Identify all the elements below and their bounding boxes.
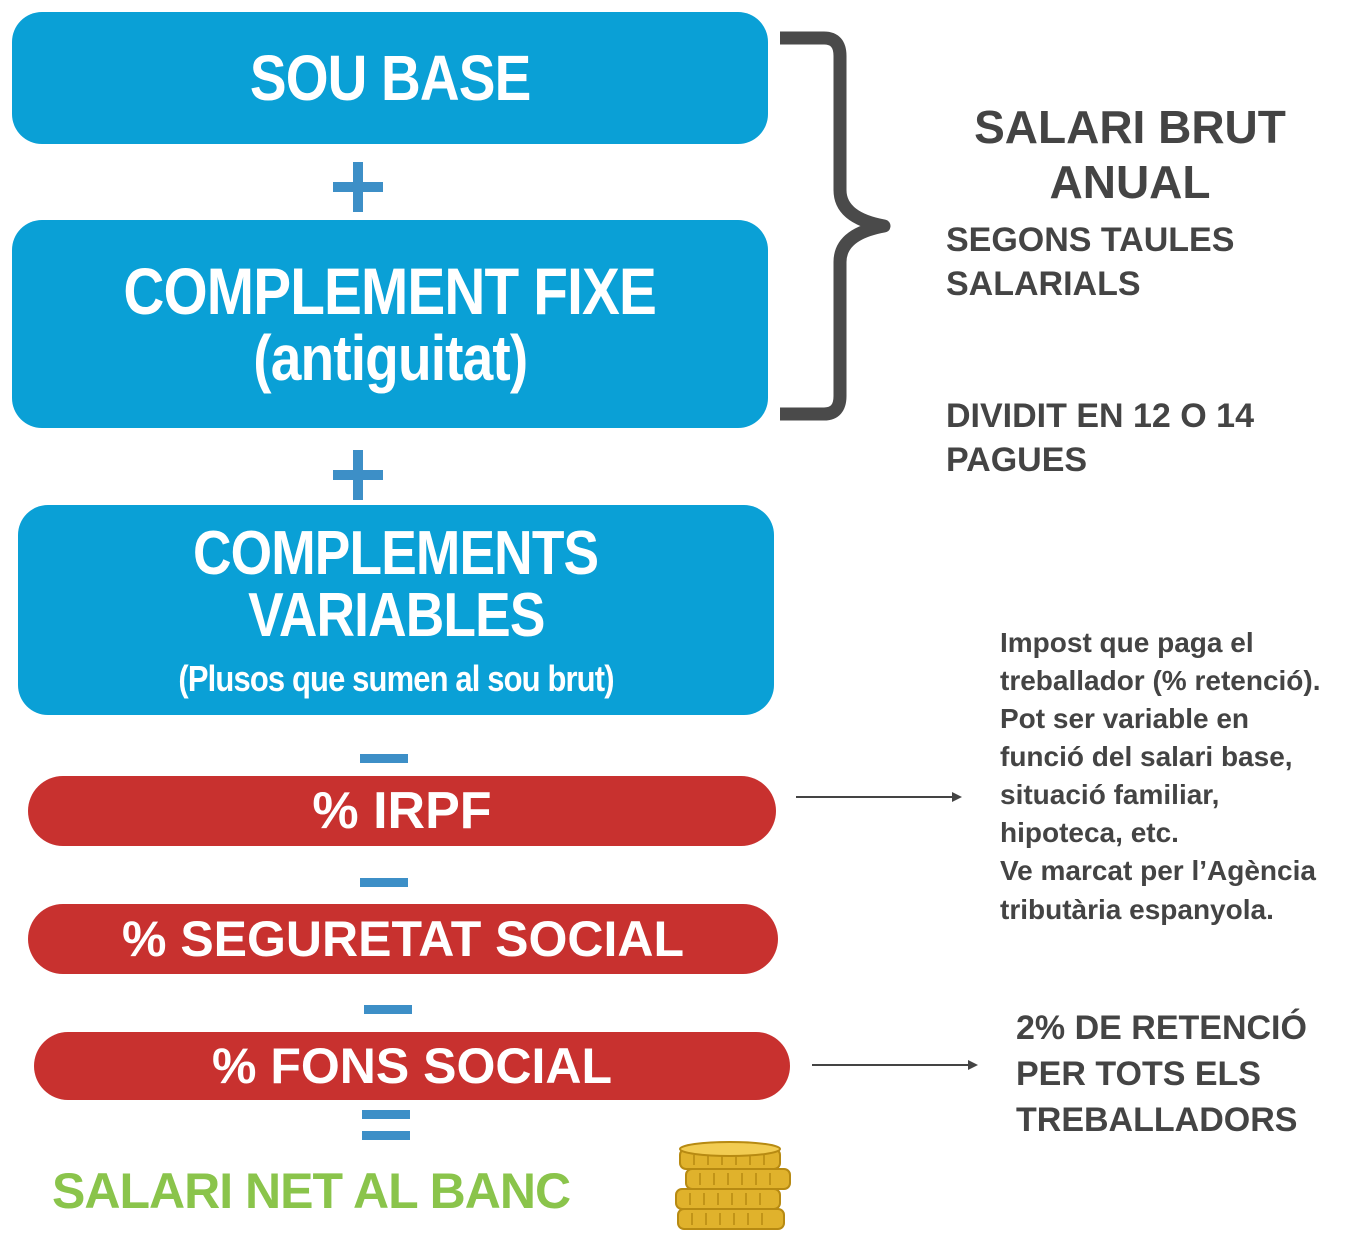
minus-operator-2 (360, 878, 408, 887)
sou-base-box: SOU BASE (12, 12, 768, 144)
irpf-note-line: situació familiar, (1000, 779, 1220, 811)
complement-fixe-sublabel: (antiguitat) (253, 322, 528, 394)
irpf-note-line: treballador (% retenció). (1000, 665, 1321, 697)
complements-variables-sublabel: (Plusos que sumen al sou brut) (178, 658, 614, 699)
curly-brace-icon (780, 31, 891, 421)
minus-operator-3 (364, 1005, 412, 1014)
irpf-note: Impost que paga el treballador (% retenc… (1000, 624, 1321, 929)
complements-variables-label-1: COMPLEMENTS (193, 519, 599, 588)
salari-net-label: SALARI NET AL BANC (52, 1163, 571, 1219)
irpf-note-line: tributària espanyola. (1000, 893, 1274, 925)
irpf-box: % IRPF (28, 776, 776, 846)
fons-social-box: % FONS SOCIAL (34, 1032, 790, 1100)
sou-base-label: SOU BASE (249, 42, 531, 114)
minus-operator-1 (360, 754, 408, 763)
irpf-note-line: funció del salari base, (1000, 741, 1293, 773)
seguretat-social-label: % SEGURETAT SOCIAL (121, 911, 685, 967)
irpf-note-line: hipoteca, etc. (1000, 817, 1179, 849)
taules-note: SEGONS TAULES SALARIALS (946, 218, 1234, 306)
salari-brut-line-2: ANUAL (1049, 156, 1211, 209)
complement-fixe-label: COMPLEMENT FIXE (123, 254, 658, 328)
salari-brut-title: SALARI BRUT ANUAL (940, 100, 1320, 210)
salari-brut-line-1: SALARI BRUT (974, 101, 1286, 153)
fons-note: 2% DE RETENCIÓ PER TOTS ELS TREBALLADORS (1016, 1006, 1307, 1144)
irpf-label: % IRPF (312, 782, 492, 840)
taules-line-1: SEGONS TAULES (946, 221, 1235, 259)
irpf-note-line: Ve marcat per l’Agència (1000, 855, 1316, 887)
seguretat-social-box: % SEGURETAT SOCIAL (28, 904, 778, 974)
complement-fixe-box: COMPLEMENT FIXE (antiguitat) (12, 220, 768, 428)
dividit-note: DIVIDIT EN 12 O 14 PAGUES (946, 394, 1254, 482)
fons-note-line: TREBALLADORS (1016, 1100, 1298, 1139)
fons-social-label: % FONS SOCIAL (211, 1038, 613, 1094)
dividit-line-2: PAGUES (946, 441, 1088, 480)
dividit-line-1: DIVIDIT EN 12 O 14 (946, 397, 1254, 435)
coins-icon (675, 1141, 791, 1230)
irpf-note-line: Impost que paga el (1000, 627, 1254, 658)
taules-line-2: SALARIALS (946, 265, 1141, 304)
complements-variables-box: COMPLEMENTS VARIABLES (Plusos que sumen … (18, 505, 774, 715)
fons-note-line: PER TOTS ELS (1016, 1054, 1261, 1093)
fons-note-line: 2% DE RETENCIÓ (1016, 1009, 1307, 1047)
irpf-note-line: Pot ser variable en (1000, 703, 1250, 735)
complements-variables-label-2: VARIABLES (247, 581, 545, 650)
